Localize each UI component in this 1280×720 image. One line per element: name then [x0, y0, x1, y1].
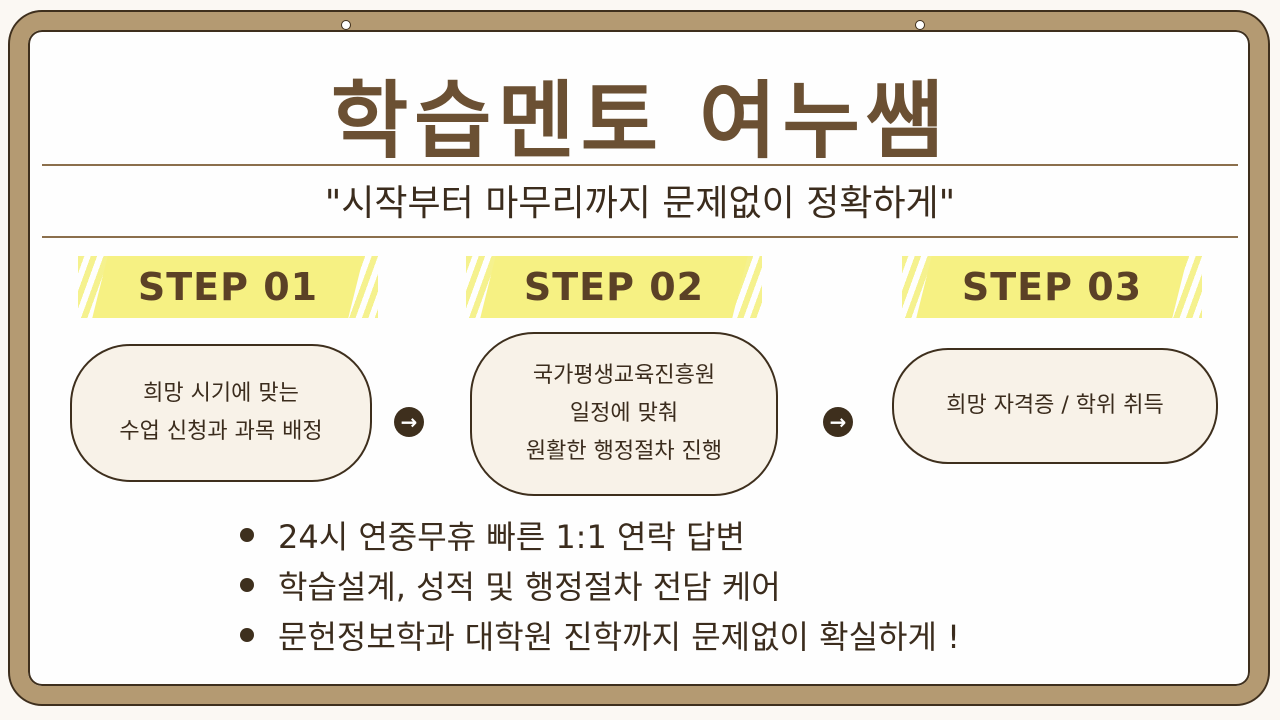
step-01-line: 수업 신청과 과목 배정 — [119, 419, 323, 444]
step-03-header: STEP 03 — [902, 256, 1202, 318]
bullet-dot-icon — [240, 628, 254, 642]
pin-icon — [341, 20, 351, 30]
pin-icon — [915, 20, 925, 30]
divider-bottom — [42, 236, 1238, 238]
divider-top — [42, 164, 1238, 166]
step-03-label: STEP 03 — [961, 265, 1143, 309]
step-01-label: STEP 01 — [137, 265, 319, 309]
feature-list: 24시 연중무휴 빠른 1:1 연락 답변 학습설계, 성적 및 행정절차 전담… — [240, 510, 960, 660]
step-02-line: 일정에 맞춰 — [569, 401, 679, 426]
subtitle: "시작부터 마무리까지 문제없이 정확하게" — [324, 183, 956, 224]
step-01-line: 희망 시기에 맞는 — [143, 381, 299, 406]
step-03-line: 희망 자격증 / 학위 취득 — [946, 393, 1164, 418]
bullet-dot-icon — [240, 578, 254, 592]
list-item-text: 문헌정보학과 대학원 진학까지 문제없이 확실하게 ! — [278, 618, 960, 656]
arrow-right-circle-icon: → — [394, 407, 424, 437]
list-item: 24시 연중무휴 빠른 1:1 연락 답변 — [240, 510, 960, 560]
page-title: 학습멘토 여누쌤 — [330, 72, 950, 170]
step-01-box: 희망 시기에 맞는 수업 신청과 과목 배정 — [70, 344, 372, 482]
step-02-line: 원활한 행정절차 진행 — [525, 439, 723, 464]
step-03-box: 희망 자격증 / 학위 취득 — [892, 348, 1218, 464]
step-01-header: STEP 01 — [78, 256, 378, 318]
list-item: 문헌정보학과 대학원 진학까지 문제없이 확실하게 ! — [240, 610, 960, 660]
arrow-right-circle-icon: → — [823, 407, 853, 437]
step-02-header: STEP 02 — [466, 256, 762, 318]
bullet-dot-icon — [240, 528, 254, 542]
list-item: 학습설계, 성적 및 행정절차 전담 케어 — [240, 560, 960, 610]
list-item-text: 학습설계, 성적 및 행정절차 전담 케어 — [278, 568, 781, 606]
step-02-line: 국가평생교육진흥원 — [532, 363, 716, 388]
step-02-box: 국가평생교육진흥원 일정에 맞춰 원활한 행정절차 진행 — [470, 332, 778, 496]
step-02-label: STEP 02 — [523, 265, 705, 309]
list-item-text: 24시 연중무휴 빠른 1:1 연락 답변 — [278, 518, 745, 556]
